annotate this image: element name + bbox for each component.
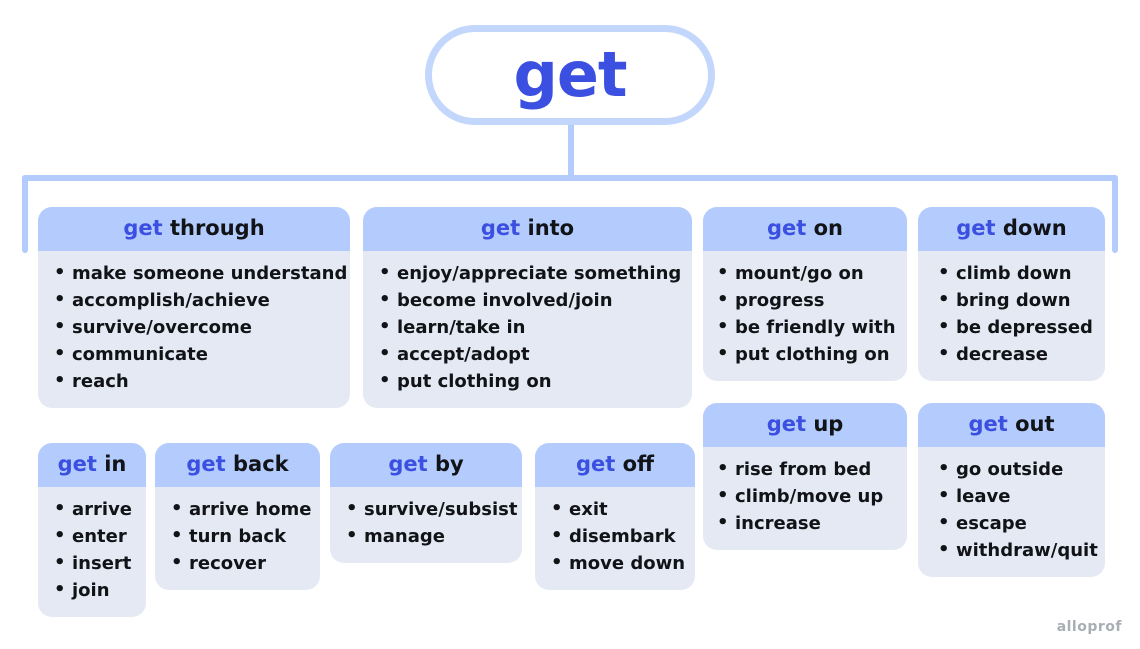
root-node-get: get <box>425 25 715 125</box>
list-item: arrive home <box>171 497 311 524</box>
card-header: get on <box>703 207 907 251</box>
card-header-particle: back <box>233 452 289 476</box>
list-item: enter <box>54 524 134 551</box>
card-header: get in <box>38 443 146 487</box>
card-get-into: get into enjoy/appreciate something beco… <box>363 207 692 408</box>
list-item: climb/move up <box>717 484 895 511</box>
card-header-get: get <box>766 412 807 436</box>
card-header-get: get <box>388 452 428 476</box>
list-item: decrease <box>938 342 1093 369</box>
connector-drop-right <box>1112 175 1118 253</box>
list-item: progress <box>717 288 895 315</box>
card-item-list: rise from bed climb/move up increase <box>703 447 907 550</box>
list-item: be friendly with <box>717 315 896 342</box>
list-item: leave <box>938 484 1093 511</box>
card-header: get off <box>535 443 695 487</box>
connector-horizontal-bar <box>22 175 1118 181</box>
card-header-get: get <box>480 216 521 240</box>
card-header: get into <box>363 207 692 251</box>
card-get-back: get back arrive home turn back recover <box>155 443 320 590</box>
card-header-particle: up <box>813 412 844 436</box>
card-item-list: enjoy/appreciate something become involv… <box>363 251 692 408</box>
list-item: accomplish/achieve <box>54 288 338 315</box>
card-get-in: get in arrive enter insert join <box>38 443 146 617</box>
list-item: escape <box>938 511 1093 538</box>
card-item-list: go outside leave escape withdraw/quit <box>918 447 1105 577</box>
card-header: get through <box>38 207 350 251</box>
list-item: reach <box>54 369 338 396</box>
card-header-particle: down <box>1002 216 1067 240</box>
list-item: survive/subsist <box>346 497 517 524</box>
card-header-get: get <box>186 452 226 476</box>
card-header-get: get <box>123 216 163 240</box>
card-header-get: get <box>766 216 807 240</box>
list-item: disembark <box>551 524 683 551</box>
list-item: mount/go on <box>717 261 895 288</box>
card-get-through: get through make someone understand acco… <box>38 207 350 408</box>
card-get-by: get by survive/subsist manage <box>330 443 522 563</box>
card-get-off: get off exit disembark move down <box>535 443 695 590</box>
list-item: arrive <box>54 497 134 524</box>
card-item-list: mount/go on progress be friendly with pu… <box>703 251 907 381</box>
card-item-list: arrive enter insert join <box>38 487 146 617</box>
card-header-particle: on <box>813 216 844 240</box>
root-label: get <box>513 38 627 111</box>
list-item: manage <box>346 524 510 551</box>
list-item: make someone understand <box>54 261 347 288</box>
list-item: rise from bed <box>717 457 895 484</box>
list-item: survive/overcome <box>54 315 338 342</box>
card-header-get: get <box>57 452 97 476</box>
list-item: increase <box>717 511 895 538</box>
card-header-get: get <box>575 452 616 476</box>
list-item: recover <box>171 551 308 578</box>
alloprof-watermark: alloprof <box>1056 619 1122 635</box>
list-item: put clothing on <box>379 369 680 396</box>
card-header-particle: through <box>169 216 265 240</box>
card-header: get by <box>330 443 522 487</box>
list-item: exit <box>551 497 683 524</box>
card-header: get up <box>703 403 907 447</box>
card-item-list: arrive home turn back recover <box>155 487 320 590</box>
list-item: communicate <box>54 342 338 369</box>
card-get-down: get down climb down bring down be depres… <box>918 207 1105 381</box>
card-header-particle: into <box>527 216 575 240</box>
list-item: join <box>54 578 134 605</box>
list-item: learn/take in <box>379 315 680 342</box>
list-item: be depressed <box>938 315 1093 342</box>
card-header-particle: in <box>104 452 127 476</box>
card-header-get: get <box>956 216 996 240</box>
card-header-particle: by <box>434 452 464 476</box>
list-item: accept/adopt <box>379 342 680 369</box>
list-item: put clothing on <box>717 342 895 369</box>
list-item: become involved/join <box>379 288 680 315</box>
card-item-list: make someone understand accomplish/achie… <box>38 251 350 408</box>
connector-stem-vertical <box>568 120 574 178</box>
card-header: get out <box>918 403 1105 447</box>
list-item: go outside <box>938 457 1093 484</box>
card-item-list: exit disembark move down <box>535 487 695 590</box>
card-get-on: get on mount/go on progress be friendly … <box>703 207 907 381</box>
list-item: turn back <box>171 524 308 551</box>
list-item: withdraw/quit <box>938 538 1098 565</box>
connector-drop-left <box>22 175 28 253</box>
list-item: move down <box>551 551 685 578</box>
card-item-list: climb down bring down be depressed decre… <box>918 251 1105 381</box>
card-header: get down <box>918 207 1105 251</box>
card-header-particle: out <box>1015 412 1055 436</box>
card-item-list: survive/subsist manage <box>330 487 522 563</box>
list-item: enjoy/appreciate something <box>379 261 681 288</box>
list-item: insert <box>54 551 134 578</box>
card-header-particle: off <box>622 452 655 476</box>
card-get-out: get out go outside leave escape withdraw… <box>918 403 1105 577</box>
card-get-up: get up rise from bed climb/move up incre… <box>703 403 907 550</box>
list-item: bring down <box>938 288 1093 315</box>
list-item: climb down <box>938 261 1093 288</box>
card-header-get: get <box>968 412 1008 436</box>
card-header: get back <box>155 443 320 487</box>
